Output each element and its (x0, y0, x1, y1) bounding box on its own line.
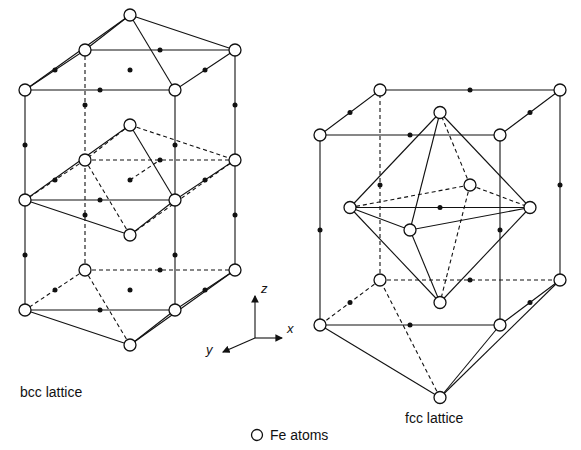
legend-row: Fe atoms (250, 427, 328, 443)
lattice-caption: fcc lattice (405, 411, 463, 426)
legend-atom-symbol (250, 428, 264, 442)
fcc-fe-atoms (314, 84, 566, 404)
fcc-frame (320, 90, 560, 398)
lattice-caption: bcc lattice (20, 385, 82, 400)
legend-text: Fe atoms (270, 427, 328, 443)
axis-label: z (261, 282, 268, 296)
bcc-fe-atoms (19, 9, 241, 351)
axis-label: x (287, 322, 294, 336)
axis-triad (223, 296, 282, 352)
bcc-interstitial-dots (23, 48, 238, 313)
fcc-interstitial-dots (318, 88, 563, 328)
axis-label: y (206, 343, 213, 357)
bcc-frame (25, 15, 235, 345)
